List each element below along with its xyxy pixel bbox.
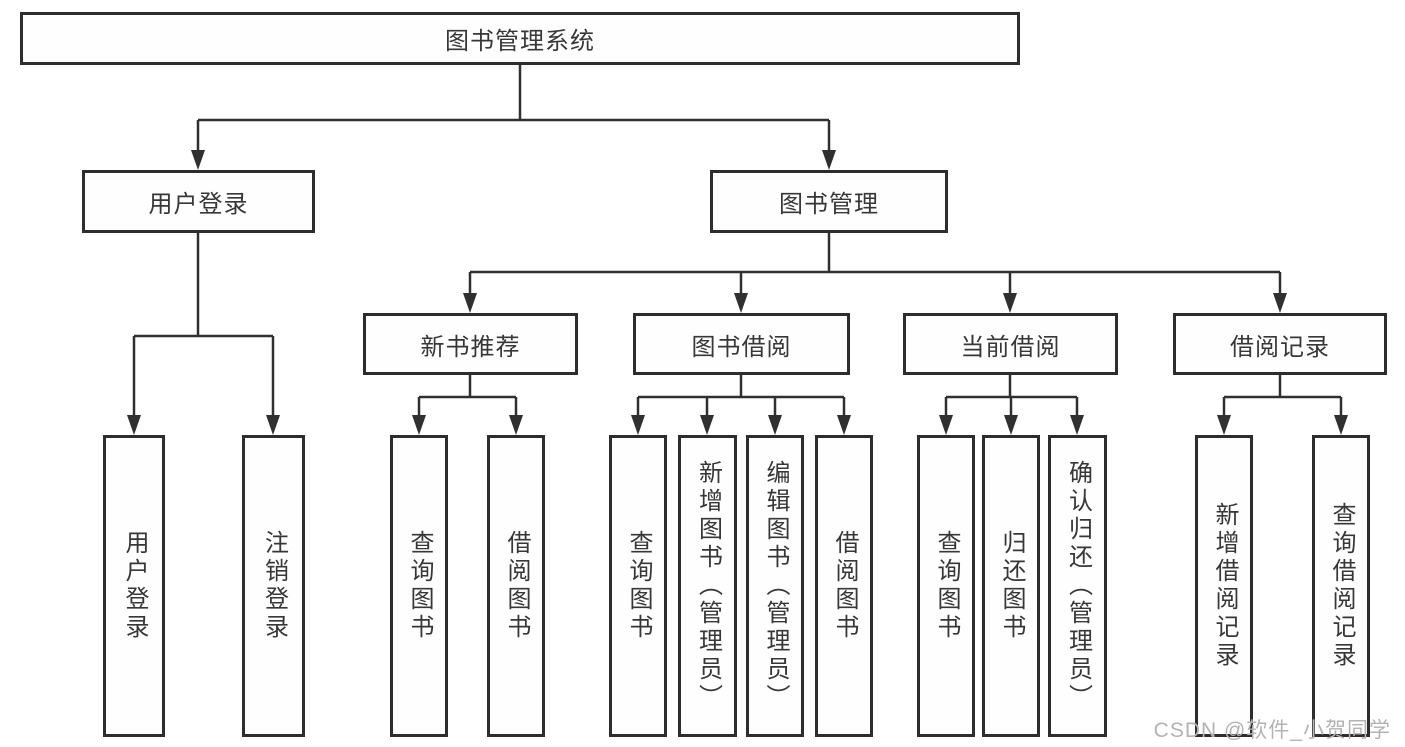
leaf-query-borrow-record: 查询借阅记录 — [1312, 435, 1370, 737]
leaf-borrow-books-1: 借阅图书 — [487, 435, 545, 737]
leaf-confirm-return-admin: 确认归还（管理员） — [1048, 435, 1107, 737]
node-borrow-records: 借阅记录 — [1173, 313, 1387, 375]
leaf-return-books: 归还图书 — [982, 435, 1040, 737]
leaf-query-books-1: 查询图书 — [390, 435, 448, 737]
csdn-watermark: CSDN @软件_小贺同学 — [1153, 719, 1391, 742]
leaf-logout: 注销登录 — [242, 435, 305, 737]
leaf-add-borrow-record: 新增借阅记录 — [1195, 435, 1253, 737]
leaf-borrow-books-2: 借阅图书 — [815, 435, 873, 737]
leaf-query-books-2: 查询图书 — [609, 435, 667, 737]
leaf-add-books-admin: 新增图书（管理员） — [678, 435, 737, 737]
node-book-management: 图书管理 — [710, 170, 948, 233]
node-book-borrow: 图书借阅 — [633, 313, 850, 375]
node-current-borrow: 当前借阅 — [903, 313, 1118, 375]
leaf-edit-books-admin: 编辑图书（管理员） — [746, 435, 804, 737]
node-root-system: 图书管理系统 — [20, 12, 1020, 65]
node-new-book-recommend: 新书推荐 — [363, 313, 578, 375]
node-user-login: 用户登录 — [82, 170, 315, 233]
leaf-user-login: 用户登录 — [103, 435, 165, 737]
arrowheads — [127, 150, 1348, 435]
leaf-query-books-3: 查询图书 — [917, 435, 975, 737]
